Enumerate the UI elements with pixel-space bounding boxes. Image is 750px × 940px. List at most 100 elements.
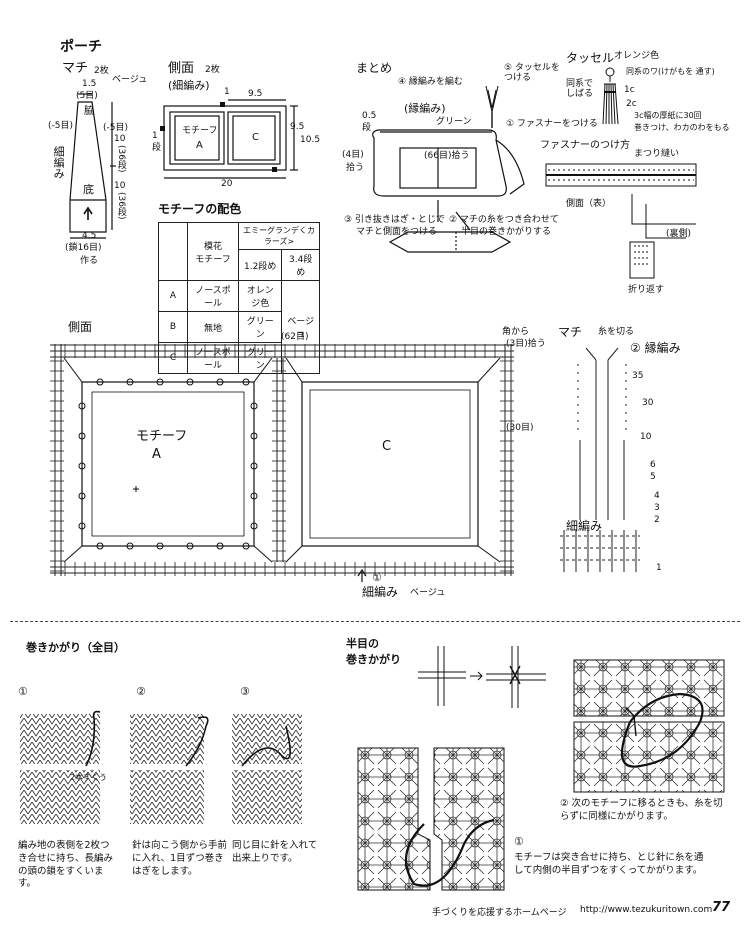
table-cell-id: B [158, 311, 188, 343]
chart-side-corner1: 角から [502, 327, 530, 337]
table-header-yarn: エミーグランデくカラーズ> [238, 222, 320, 250]
chart-gusset-edge: 細編み [566, 519, 603, 533]
chart-motif-c: C [382, 439, 392, 454]
table-row: A ノースポール オレンジ色 ベージュ [158, 280, 320, 374]
table-cell-pattern: ノースポール [187, 280, 239, 312]
assembly-title: まとめ [356, 61, 393, 75]
side-small-motif-label: モチーフ [182, 126, 218, 136]
chart-side-label: 側面 [68, 320, 93, 334]
tassel-title: タッセル [566, 51, 615, 65]
tassel-note-loop: 同系のワ(けがもを 通す) [626, 67, 715, 76]
assembly-rows4: (4目) [342, 150, 364, 160]
whip-full-illustrations [20, 710, 302, 824]
chart-gusset-label: マチ [558, 325, 583, 339]
chart-gusset-cut: 糸を切る [598, 327, 635, 337]
zipper-fold-label: 折り返す [628, 285, 665, 295]
side-small-diagram [160, 99, 298, 179]
color-table: 模花 モチーフ エミーグランデくカラーズ> 1.2段め 3.4段め A ノースポ… [158, 222, 320, 374]
tassel-note-tie: 同系で しばる [566, 79, 594, 99]
gusset-row-6: 6 [650, 460, 656, 470]
gusset-h2-rows: (36段) [115, 192, 126, 220]
zipper-diagram [545, 163, 697, 279]
assembly-step2b: 半目の巻きかがりする [461, 227, 552, 237]
gusset-edge-label: 細編み [52, 146, 66, 179]
chart-bottom-label: 細編み [362, 585, 399, 599]
half-whip-motif-join-diagram [357, 747, 505, 891]
table-row: B 無地 グリーン [158, 311, 320, 343]
gusset-row-1: 1 [656, 563, 662, 573]
half-whip-text-1-num: ① [514, 835, 524, 848]
half-whip-text-1: モチーフは突き合せに持ち、とじ針に糸を通して内側の半目ずつをすくってかがります。 [514, 852, 704, 876]
side-small-count: 2枚 [205, 65, 220, 75]
col-pattern-label: 模花 [203, 241, 222, 252]
whip-step3: ③ [240, 685, 250, 698]
assembly-step3b: マチと側面をつける [356, 227, 438, 237]
side-small-h-total: 10.5 [300, 135, 321, 145]
half-whip-detail-diagram [573, 659, 725, 793]
gusset-row-5: 5 [650, 472, 656, 482]
assembly-edge-color: グリーン [436, 117, 472, 127]
whip-half-title-2: 巻きかがり [346, 653, 401, 666]
col-motif-label: モチーフ [195, 254, 231, 265]
whip-text-3: 同じ目に針を入れて出来上りです。 [232, 840, 318, 864]
side-small-label: 側面 [168, 61, 195, 76]
side-small-left-dim2: 段 [152, 143, 162, 153]
side-small-top-dim: 1 [224, 87, 230, 97]
side-small-left-dim: 1 [152, 131, 158, 141]
tassel-dim2: 2c [626, 99, 637, 109]
gusset-h1: 10 [114, 134, 126, 144]
page-number: 77 [712, 900, 731, 915]
table-header-row-2: 1.2段め 3.4段め [159, 249, 320, 281]
zipper-back-label: (裏側) [666, 229, 692, 239]
zipper-stitch-label: まつり縫い [634, 149, 680, 159]
side-small-h: 9.5 [290, 122, 305, 132]
table-cell-c2: ベージュ [281, 280, 320, 374]
assembly-step1: ① ファスナーをつける [506, 119, 598, 129]
whip-step1: ① [18, 685, 28, 698]
chart-side-corner2: (3目)拾う [506, 339, 546, 349]
whip-text-2: 針は向こう側から手前に入れ、1目ずつ巻きはぎをします。 [132, 840, 228, 877]
side-small-top-dim2: 9.5 [248, 89, 263, 99]
assembly-pick4: 拾う [346, 163, 365, 173]
chart-motif-label: モチーフ [136, 429, 188, 444]
footer-url[interactable]: http://www.tezukuritown.com [580, 905, 713, 915]
gusset-bottom-label: 底 [83, 183, 94, 196]
assembly-edge-label: (縁編み) [404, 102, 446, 115]
table-header-row: 模花 モチーフ エミーグランデくカラーズ> [158, 222, 320, 281]
table-corner-cell [158, 222, 188, 281]
side-crochet-chart [50, 344, 514, 582]
side-small-edge: (細編み) [168, 79, 210, 92]
gusset-make-label: 作る [80, 256, 99, 266]
whip-full-title: 巻きかがり（全目） [26, 641, 125, 654]
table-cell-c1: オレンジ色 [237, 280, 283, 312]
assembly-dim-top: 0.5 [362, 111, 377, 121]
assembly-step3a: ③ 引き抜きはぎ・とじで [344, 215, 445, 225]
whip-text-1: 編み地の表側を2枚つき合せに持ち、長編みの頭の鎖をすくいます。 [18, 840, 114, 890]
chart-motif-a: A [152, 447, 161, 462]
gusset-color: ベージュ [112, 75, 148, 85]
gusset-crochet-chart [560, 347, 640, 572]
zipper-title: ファスナーのつけ方 [540, 140, 630, 151]
gusset-h2: 10 [114, 181, 126, 191]
page-title: ポーチ [60, 39, 102, 55]
section-divider [10, 621, 740, 622]
gusset-row-10: 10 [640, 432, 652, 442]
table-cell-id: A [158, 280, 188, 312]
gusset-row-3: 3 [654, 503, 660, 513]
chart-bottom-num: ① [372, 571, 382, 584]
chart-bottom-color: ベージュ [410, 588, 446, 598]
table-cell-c1: グリーン [237, 311, 283, 343]
table-cell-pattern: 無地 [187, 311, 239, 343]
side-small-width: 20 [221, 179, 233, 189]
gusset-side-label: 脇 [84, 106, 94, 117]
assembly-step2a: ② マチの糸をつき合わせて [449, 215, 559, 225]
gusset-left-dec: (-5目) [48, 121, 73, 131]
chart-gusset-step2: ② 縁編み [630, 341, 681, 355]
gusset-label: マチ [62, 61, 89, 76]
gusset-h1-rows: (36段) [115, 145, 126, 173]
tassel-note-wrap: 3c幅の厚紙に30回 [634, 111, 702, 120]
assembly-pouch-diagram [372, 85, 525, 253]
tassel-icon [602, 67, 619, 125]
gusset-bottom-chain: (鎖16目) [65, 243, 102, 253]
tassel-dim1: 1c [624, 85, 635, 95]
